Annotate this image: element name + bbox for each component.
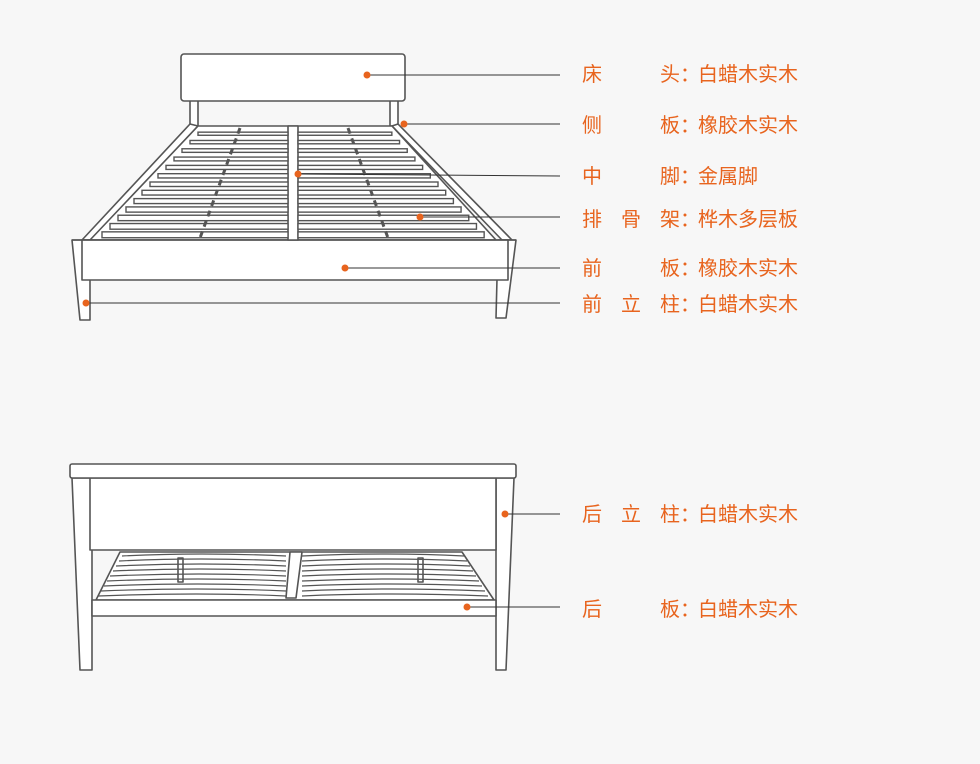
rear-slat xyxy=(118,558,287,562)
slat xyxy=(297,164,424,171)
rear-slat xyxy=(301,558,468,562)
rear-slat xyxy=(109,573,287,577)
rear-slat xyxy=(301,563,471,567)
callout-lines xyxy=(86,74,561,608)
slat xyxy=(297,139,401,145)
rear-post-left xyxy=(71,477,93,671)
callout-label-rear-post: 后立柱 ：白蜡木实木 xyxy=(582,502,798,526)
callout-label-slat-frame: 排骨架 ：桦木多层板 xyxy=(582,207,798,231)
callout-dot-center-leg xyxy=(294,170,302,178)
front-view-bed xyxy=(71,53,517,321)
rear-top-cap xyxy=(69,463,517,479)
rear-view-bed xyxy=(69,463,517,671)
rear-slat xyxy=(301,583,483,587)
slat xyxy=(117,214,289,222)
rear-slat xyxy=(97,593,287,597)
slat xyxy=(297,231,485,239)
callout-line-center-leg xyxy=(297,173,561,177)
rear-slat xyxy=(301,553,465,557)
slat xyxy=(297,156,416,162)
rear-lower-rail xyxy=(91,599,497,617)
slat xyxy=(297,214,470,222)
slat xyxy=(125,206,289,213)
slat-support-rail xyxy=(346,127,390,239)
callout-dot-front-board xyxy=(341,264,349,272)
rear-slat xyxy=(301,578,480,582)
rear-slat xyxy=(112,568,287,572)
slat xyxy=(133,197,289,205)
slat xyxy=(297,131,393,136)
callout-label-side-board: 侧板 ：橡胶木实木 xyxy=(582,113,798,137)
callout-dot-rear-post xyxy=(501,510,509,518)
headboard-post-left xyxy=(189,99,199,127)
rear-slat xyxy=(301,573,477,577)
rear-slat xyxy=(121,553,287,557)
center-rail xyxy=(287,125,299,241)
callout-dot-rear-board xyxy=(463,603,471,611)
rear-center-rail xyxy=(285,551,303,599)
rear-slat xyxy=(100,588,287,592)
rear-slat xyxy=(103,583,287,587)
slat xyxy=(181,148,289,154)
rear-slats xyxy=(97,553,489,597)
slat xyxy=(297,222,478,230)
rear-slat xyxy=(301,588,486,592)
headboard-post-right xyxy=(389,99,399,127)
callout-label-headboard: 床头 ：白蜡木实木 xyxy=(582,62,798,86)
rear-slat xyxy=(301,593,489,597)
rear-slat xyxy=(301,568,474,572)
callout-dots xyxy=(82,71,509,611)
callout-label-front-board: 前板 ：橡胶木实木 xyxy=(582,256,798,280)
rear-slat xyxy=(115,563,287,567)
rear-post-right xyxy=(495,477,515,671)
slat xyxy=(101,231,289,239)
callout-dot-headboard xyxy=(363,71,371,79)
headboard xyxy=(180,53,406,102)
front-board xyxy=(81,239,509,281)
rear-slat xyxy=(106,578,287,582)
slat xyxy=(297,148,408,154)
slat xyxy=(165,164,289,171)
callout-dot-slat-frame xyxy=(416,213,424,221)
callout-dot-side-board xyxy=(400,120,408,128)
callout-label-rear-board: 后板 ：白蜡木实木 xyxy=(582,597,798,621)
front-slats xyxy=(101,127,485,239)
slat xyxy=(189,139,289,145)
callout-label-center-leg: 中脚 ：金属脚 xyxy=(582,164,758,188)
slat xyxy=(197,131,289,136)
callout-label-front-post: 前立柱 ：白蜡木实木 xyxy=(582,292,798,316)
slat xyxy=(109,222,289,230)
rear-board xyxy=(89,477,497,551)
callout-dot-front-post xyxy=(82,299,90,307)
slat-support-rail xyxy=(198,127,242,239)
slat xyxy=(173,156,289,162)
